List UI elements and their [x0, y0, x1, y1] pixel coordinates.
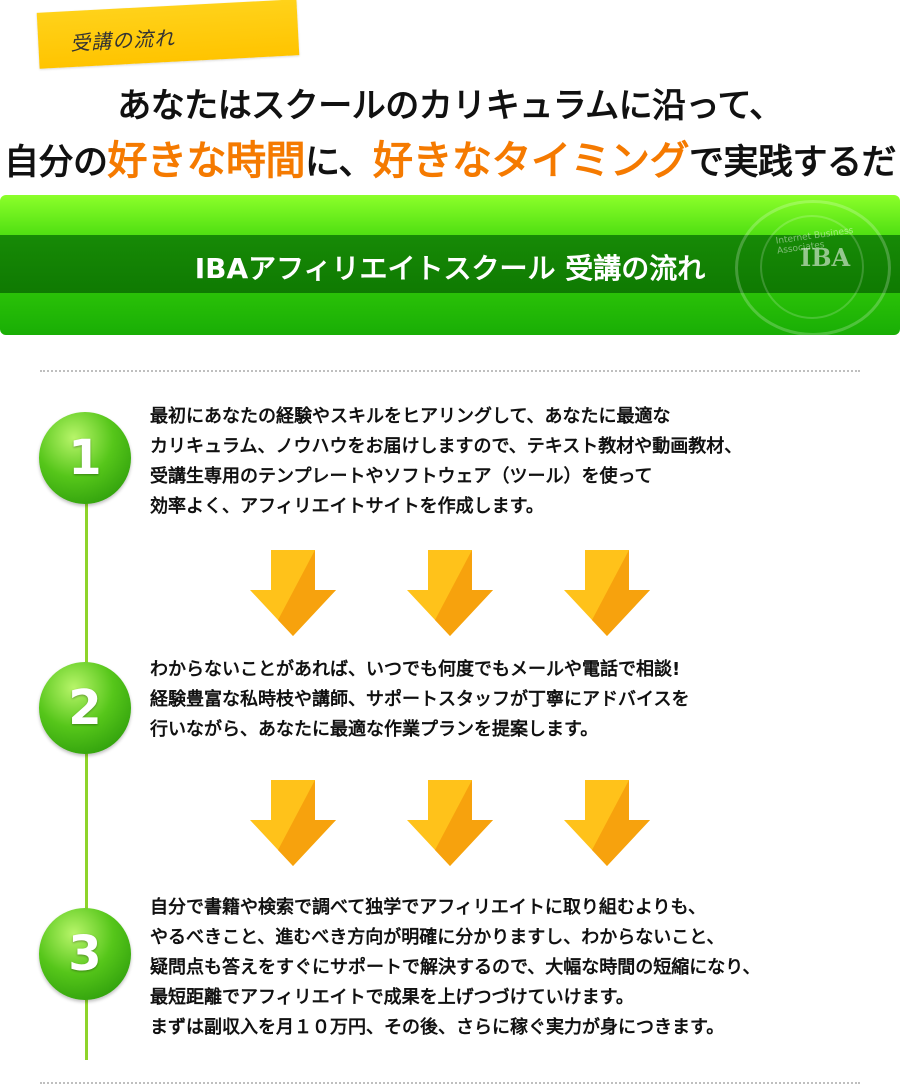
step-line: 経験豊富な私時枝や講師、サポートスタッフが丁寧にアドバイスを: [150, 689, 690, 710]
divider-bottom: [40, 1082, 860, 1084]
down-arrow-icon: [250, 550, 336, 636]
step-line: カリキュラム、ノウハウをお届けしますので、テキスト教材や動画教材、: [150, 436, 743, 457]
step-line: 最短距離でアフィリエイトで成果を上げつづけていけます。: [150, 987, 634, 1008]
step-line: まずは副収入を月１０万円、その後、さらに稼ぐ実力が身につきます。: [150, 1017, 725, 1038]
step-line: 受講生専用のテンプレートやソフトウェア（ツール）を使って: [150, 466, 653, 487]
step-line: やるべきこと、進むべき方向が明確に分かりますし、わからないこと、: [150, 927, 725, 948]
step-2-text: わからないことがあれば、いつでも何度でもメールや電話で相談! 経験豊富な私時枝や…: [150, 655, 880, 745]
step-1-number-badge: 1: [39, 412, 131, 504]
headline-line-2: 自分の好きな時間に、好きなタイミングで実践するだけ!: [0, 128, 900, 237]
down-arrow-icon: [564, 550, 650, 636]
step-2-number-badge: 2: [39, 662, 131, 754]
down-arrow-icon: [407, 550, 493, 636]
down-arrow-icon: [564, 780, 650, 866]
step-line: 疑問点も答えをすぐにサポートで解決するので、大幅な時間の短縮になり、: [150, 957, 761, 978]
headline-highlight: 好きなタイミング: [372, 138, 690, 184]
globe-logo-icon: [735, 200, 891, 335]
step-line: わからないことがあれば、いつでも何度でもメールや電話で相談!: [150, 659, 681, 680]
headline-text: 自分の: [4, 143, 108, 183]
down-arrow-icon: [407, 780, 493, 866]
headline-highlight: 好きな時間: [107, 138, 306, 184]
headline-text: に、: [305, 143, 373, 183]
school-banner: Internet Business Associates IBA IBAアフィリ…: [0, 195, 900, 335]
headline-line-1: あなたはスクールのカリキュラムに沿って、: [117, 86, 783, 126]
step-line: 最初にあなたの経験やスキルをヒアリングして、あなたに最適な: [150, 406, 671, 427]
globe-logo-inner-icon: [760, 215, 864, 319]
step-3-number-badge: 3: [39, 908, 131, 1000]
step-3-text: 自分で書籍や検索で調べて独学でアフィリエイトに取り組むよりも、 やるべきこと、進…: [150, 893, 880, 1043]
timeline-line: [85, 460, 88, 1060]
step-line: 行いながら、あなたに最適な作業プランを提案します。: [150, 719, 599, 740]
step-1-text: 最初にあなたの経験やスキルをヒアリングして、あなたに最適な カリキュラム、ノウハ…: [150, 402, 880, 522]
iba-logo: IBA: [800, 243, 851, 272]
divider-top: [40, 370, 860, 372]
down-arrow-icon: [250, 780, 336, 866]
banner-title: IBAアフィリエイトスクール 受講の流れ: [194, 252, 706, 285]
step-line: 自分で書籍や検索で調べて独学でアフィリエイトに取り組むよりも、: [150, 897, 707, 918]
step-line: 効率よく、アフィリエイトサイトを作成します。: [150, 496, 544, 517]
